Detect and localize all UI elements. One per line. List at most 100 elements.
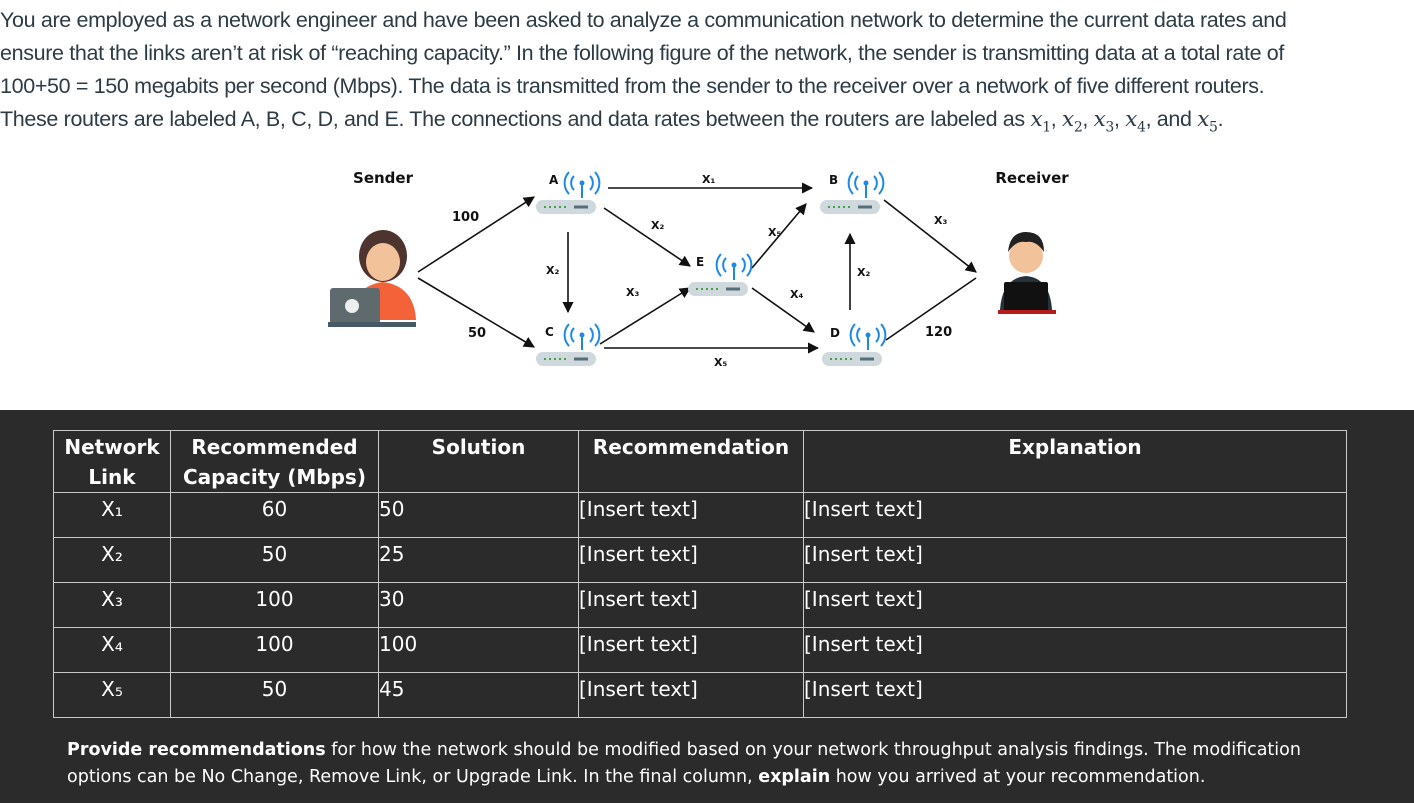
link-cell: X₁ bbox=[53, 492, 171, 538]
network-diagram-svg: Sender Receiver A B C D E 100 50 120 X₁ … bbox=[328, 169, 1069, 369]
math-x1-sub: 1 bbox=[1042, 119, 1051, 136]
math-x2-var: x bbox=[1062, 107, 1074, 132]
edge-b-receiver-label: X₃ bbox=[934, 214, 947, 227]
note-bold-1: Provide recommendations bbox=[67, 740, 326, 760]
table-row: X₁ 60 50 [Insert text] [Insert text] bbox=[53, 492, 1347, 538]
sender-person-icon bbox=[328, 230, 416, 327]
recommendation-cell[interactable]: [Insert text] bbox=[578, 627, 804, 673]
edge-b-receiver bbox=[883, 199, 977, 273]
header-network-link-line1: Network bbox=[64, 435, 160, 459]
math-x1-var: x bbox=[1030, 107, 1043, 132]
capacity-cell: 100 bbox=[170, 627, 379, 673]
math-x2: x2 bbox=[1062, 107, 1083, 136]
edge-a-e-label: X₂ bbox=[651, 219, 664, 232]
edge-sender-a bbox=[417, 196, 535, 273]
diagram-labels: Sender Receiver A B C D E 100 50 120 X₁ … bbox=[353, 169, 1069, 369]
link-cell: X₅ bbox=[53, 672, 171, 718]
edge-e-b-label: X₅ bbox=[768, 226, 781, 239]
edge-c-e bbox=[599, 287, 691, 345]
edge-sender-c bbox=[417, 277, 535, 348]
math-x1: x1 bbox=[1030, 107, 1051, 136]
math-x3: x3 bbox=[1093, 107, 1115, 136]
edge-sender-a-label: 100 bbox=[452, 210, 479, 225]
recommendation-cell[interactable]: [Insert text] bbox=[578, 672, 804, 718]
math-x4: x4 bbox=[1125, 107, 1146, 136]
math-x2-sub: 2 bbox=[1073, 119, 1083, 136]
router-b bbox=[820, 171, 885, 214]
edge-d-receiver bbox=[885, 277, 977, 341]
recommendation-cell[interactable]: [Insert text] bbox=[578, 492, 804, 538]
intro-line-2: ensure that the links aren’t at risk of … bbox=[0, 41, 1285, 65]
explanation-cell[interactable]: [Insert text] bbox=[803, 537, 1347, 583]
math-x5: x5 bbox=[1197, 107, 1218, 136]
receiver-person-icon bbox=[998, 232, 1056, 314]
math-x5-sub: 5 bbox=[1209, 119, 1218, 136]
header-network-link-line2: Link bbox=[88, 465, 136, 489]
router-a-label: A bbox=[549, 173, 559, 187]
edge-c-d-label: X₅ bbox=[714, 356, 727, 369]
intro-line-4-text: These routers are labeled A, B, C, D, an… bbox=[0, 107, 1025, 131]
math-x4-var: x bbox=[1125, 107, 1137, 132]
recommendation-cell[interactable]: [Insert text] bbox=[578, 537, 804, 583]
solution-cell[interactable]: 100 bbox=[378, 627, 579, 673]
edge-e-d-label: X₄ bbox=[790, 288, 803, 301]
edge-sender-c-label: 50 bbox=[468, 326, 486, 341]
router-c-label: C bbox=[545, 325, 554, 339]
note-bold-2: explain bbox=[758, 767, 831, 787]
link-cell: X₄ bbox=[53, 627, 171, 673]
table-row: X₂ 50 25 [Insert text] [Insert text] bbox=[53, 537, 1347, 583]
header-capacity-line2: Capacity (Mbps) bbox=[183, 465, 366, 489]
capacity-cell: 60 bbox=[170, 492, 379, 538]
router-c bbox=[536, 323, 601, 366]
link-cell: X₃ bbox=[53, 582, 171, 628]
receiver-label: Receiver bbox=[995, 169, 1069, 187]
edge-e-b bbox=[751, 203, 807, 269]
table-row: X₄ 100 100 [Insert text] [Insert text] bbox=[53, 627, 1347, 673]
capacity-cell: 50 bbox=[170, 672, 379, 718]
solution-cell[interactable]: 30 bbox=[378, 582, 579, 628]
explanation-cell[interactable]: [Insert text] bbox=[803, 582, 1347, 628]
problem-statement: You are employed as a network engineer a… bbox=[0, 4, 1412, 144]
note-text-2: how you arrived at your recommendation. bbox=[830, 767, 1206, 787]
math-sep-2: , bbox=[1082, 107, 1094, 131]
table-row: X₃ 100 30 [Insert text] [Insert text] bbox=[53, 582, 1347, 628]
edge-d-receiver-label: 120 bbox=[925, 325, 952, 340]
header-recommendation: Recommendation bbox=[578, 430, 804, 493]
capacity-cell: 50 bbox=[170, 537, 379, 583]
network-edges bbox=[417, 182, 977, 354]
math-period: . bbox=[1217, 107, 1224, 131]
explanation-cell[interactable]: [Insert text] bbox=[803, 492, 1347, 538]
sender-label: Sender bbox=[353, 169, 414, 187]
router-d-label: D bbox=[830, 326, 840, 340]
solution-cell[interactable]: 45 bbox=[378, 672, 579, 718]
math-x3-var: x bbox=[1093, 107, 1106, 132]
math-x4-sub: 4 bbox=[1137, 119, 1146, 136]
note-text-1: for how the network should be modified b… bbox=[67, 740, 1301, 787]
math-x5-var: x bbox=[1197, 107, 1210, 132]
solution-cell[interactable]: 50 bbox=[378, 492, 579, 538]
network-diagram: Sender Receiver A B C D E 100 50 120 X₁ … bbox=[0, 160, 1414, 410]
explanation-cell[interactable]: [Insert text] bbox=[803, 672, 1347, 718]
solution-cell[interactable]: 25 bbox=[378, 537, 579, 583]
math-and: , and bbox=[1145, 107, 1198, 131]
edge-a-c-label: X₂ bbox=[546, 264, 559, 277]
explanation-cell[interactable]: [Insert text] bbox=[803, 627, 1347, 673]
capacity-cell: 100 bbox=[170, 582, 379, 628]
edge-e-d bbox=[751, 287, 815, 333]
recommendation-cell[interactable]: [Insert text] bbox=[578, 582, 804, 628]
router-e bbox=[688, 253, 753, 296]
router-e-label: E bbox=[696, 255, 704, 269]
intro-line-3: 100+50 = 150 megabits per second (Mbps).… bbox=[0, 74, 1265, 98]
link-cell: X₂ bbox=[53, 537, 171, 583]
math-x3-sub: 3 bbox=[1105, 119, 1114, 136]
math-sep-3: , bbox=[1113, 107, 1126, 131]
header-explanation: Explanation bbox=[803, 430, 1347, 493]
edge-c-e-label: X₃ bbox=[626, 286, 639, 299]
table-row: X₅ 50 45 [Insert text] [Insert text] bbox=[53, 672, 1347, 718]
edge-a-e bbox=[603, 207, 691, 267]
intro-line-4: These routers are labeled A, B, C, D, an… bbox=[0, 103, 1412, 144]
